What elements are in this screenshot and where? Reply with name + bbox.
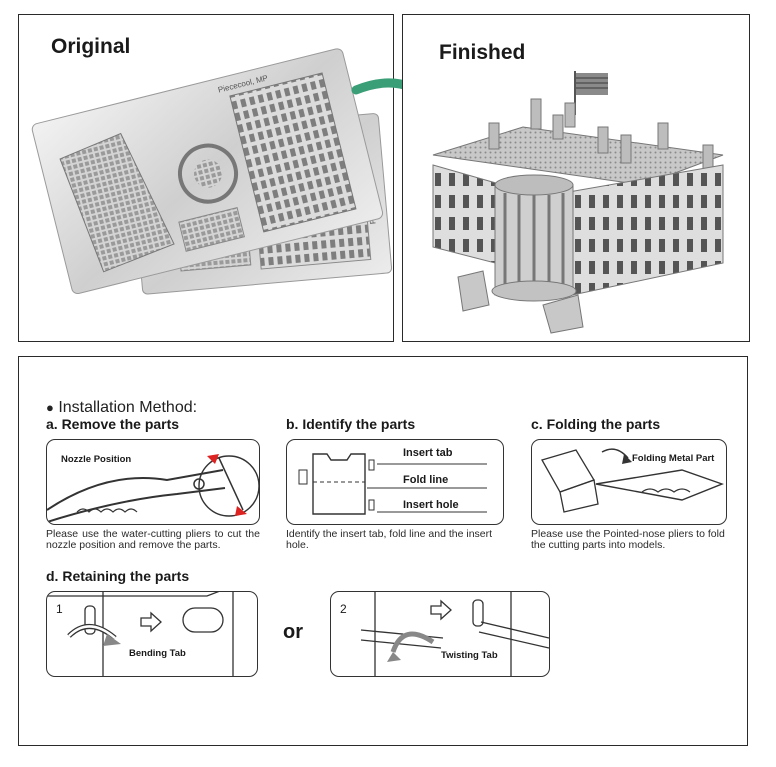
step-b-title: b. Identify the parts xyxy=(286,416,416,432)
nozzle-position-label: Nozzle Position xyxy=(61,454,132,465)
installation-header-text: Installation Method: xyxy=(58,399,198,416)
parts-diagram xyxy=(298,453,487,515)
pliers-illustration xyxy=(47,454,259,523)
bending-tab-label: Bending Tab xyxy=(129,648,186,659)
metal-sheets-image: Piececool, MP Piececool, MP xyxy=(31,48,393,295)
finished-panel: Finished xyxy=(402,14,750,342)
step-a-caption: Please use the water-cutting pliers to c… xyxy=(46,528,260,551)
installation-header: ● Installation Method: xyxy=(46,399,197,417)
step-d-title: d. Retaining the parts xyxy=(46,568,190,584)
white-house-model-image xyxy=(432,71,724,334)
option-1-number: 1 xyxy=(56,602,63,616)
insert-hole-label: Insert hole xyxy=(403,499,459,511)
retain-option-2-box: 2 Twisting Tab xyxy=(330,591,550,677)
retain-option-1-box: 1 Bending Tab xyxy=(46,591,258,677)
folding-illustration xyxy=(541,448,724,513)
folding-metal-part-label: Folding Metal Part xyxy=(632,453,715,464)
finished-label: Finished xyxy=(439,41,526,64)
twisting-tab-illustration xyxy=(360,592,549,676)
step-c-title: c. Folding the parts xyxy=(531,416,661,432)
option-2-number: 2 xyxy=(340,602,347,616)
fold-line-label: Fold line xyxy=(403,474,449,486)
original-label: Original xyxy=(51,35,131,58)
step-a-box: Nozzle Position xyxy=(46,439,260,525)
bullet-icon: ● xyxy=(46,400,54,415)
bending-tab-illustration xyxy=(47,592,234,676)
original-panel: Original Piececool, MP xyxy=(18,14,394,342)
installation-panel: ● Installation Method: a. Remove the par… xyxy=(18,356,748,746)
step-b-caption: Identify the insert tab, fold line and t… xyxy=(286,528,493,551)
step-b-box: Insert tab Fold line Insert hole xyxy=(286,439,504,525)
insert-tab-label: Insert tab xyxy=(403,447,453,459)
step-a-title: a. Remove the parts xyxy=(46,416,180,432)
or-text: or xyxy=(283,621,303,643)
twisting-tab-label: Twisting Tab xyxy=(441,650,498,661)
step-c-box: Folding Metal Part xyxy=(531,439,727,525)
step-c-caption: Please use the Pointed-nose pliers to fo… xyxy=(531,528,725,551)
